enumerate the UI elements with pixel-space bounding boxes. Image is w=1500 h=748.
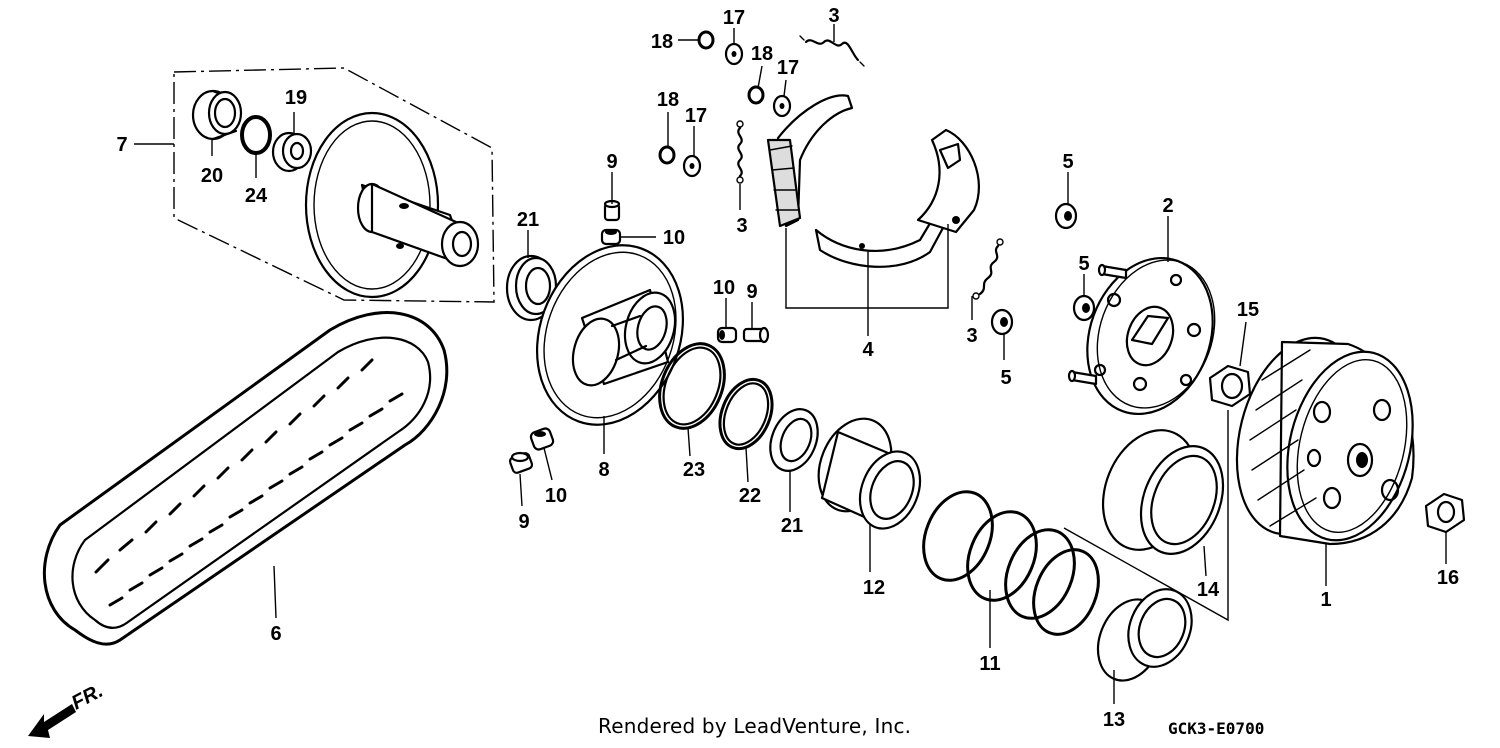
part-number-15: 15 <box>1237 299 1259 321</box>
part-number-13: 13 <box>1103 709 1125 731</box>
washer-icon[interactable] <box>724 42 744 66</box>
part-number-20: 20 <box>201 165 223 187</box>
shoe-spring-icon[interactable] <box>799 35 865 67</box>
clutch-shoe-icon[interactable] <box>766 94 980 268</box>
spring-seat-icon[interactable] <box>1086 416 1238 566</box>
shoe-spring-icon[interactable] <box>972 238 1004 300</box>
driven-face-spring-icon[interactable] <box>911 481 1110 644</box>
drive-plate-icon[interactable] <box>1066 240 1234 431</box>
snap-ring-icon[interactable] <box>240 115 272 155</box>
front-arrow-icon: FR. <box>28 680 107 738</box>
part-number-11: 11 <box>979 653 1000 675</box>
collar-icon[interactable] <box>1086 580 1202 691</box>
part-number-10: 10 <box>663 227 685 249</box>
part-number-18: 18 <box>751 43 773 65</box>
guide-roller-icon[interactable] <box>716 326 738 344</box>
guide-roller-icon[interactable] <box>600 228 622 246</box>
part-number-9: 9 <box>746 281 757 303</box>
clutch-outer-icon[interactable] <box>1218 324 1432 553</box>
part-number-5: 5 <box>1000 367 1011 389</box>
part-labels: 7 20 24 19 18 17 3 18 17 18 17 3 9 10 21… <box>116 5 1459 731</box>
part-number-18: 18 <box>651 31 673 53</box>
circlip-icon[interactable] <box>658 145 676 165</box>
part-number-14: 14 <box>1197 579 1220 601</box>
part-number-2: 2 <box>1162 195 1173 217</box>
circlip-icon[interactable] <box>697 30 715 50</box>
oil-seal-icon[interactable] <box>762 402 827 478</box>
part-number-5: 5 <box>1062 151 1073 173</box>
shoe-spring-icon[interactable] <box>736 120 744 184</box>
part-number-10: 10 <box>545 485 567 507</box>
part-number-17: 17 <box>685 105 707 127</box>
drive-belt-icon[interactable] <box>42 311 449 646</box>
part-number-12: 12 <box>863 577 885 599</box>
credit-text: Rendered by LeadVenture, Inc. <box>598 714 912 738</box>
guide-pin-icon[interactable] <box>742 326 770 344</box>
ball-bearing-icon[interactable] <box>271 131 313 173</box>
washer-icon[interactable] <box>772 94 792 118</box>
washer-icon[interactable] <box>682 154 702 178</box>
part-number-4: 4 <box>862 339 874 361</box>
part-number-23: 23 <box>683 459 705 481</box>
part-number-19: 19 <box>285 87 307 109</box>
damper-rubber-icon[interactable] <box>1072 294 1096 322</box>
circlip-icon[interactable] <box>747 85 765 105</box>
o-ring-icon[interactable] <box>710 372 781 457</box>
part-number-9: 9 <box>518 511 529 533</box>
needle-bearing-icon[interactable] <box>191 89 243 141</box>
guide-roller-icon[interactable] <box>529 427 555 451</box>
part-number-8: 8 <box>598 459 609 481</box>
leader-lines <box>134 24 1447 704</box>
part-number-9: 9 <box>606 151 617 173</box>
flange-nut-icon[interactable] <box>1208 364 1252 408</box>
guide-pin-icon[interactable] <box>508 451 534 474</box>
part-number-3: 3 <box>966 325 977 347</box>
part-number-18: 18 <box>657 89 679 111</box>
diagram-code: GCK3-E0700 <box>1168 719 1265 738</box>
part-number-3: 3 <box>736 215 747 237</box>
o-ring-icon[interactable] <box>648 334 737 438</box>
part-number-1: 1 <box>1320 589 1331 611</box>
driven-face-icon[interactable] <box>513 225 707 446</box>
movable-driven-face-icon[interactable] <box>304 111 480 299</box>
part-number-5: 5 <box>1078 253 1089 275</box>
cap-nut-icon[interactable] <box>1424 492 1466 534</box>
seal-collar-icon[interactable] <box>805 408 930 538</box>
movable-driven-face-group <box>173 67 495 303</box>
part-number-10: 10 <box>713 277 735 299</box>
part-number-21: 21 <box>517 209 539 231</box>
part-number-17: 17 <box>723 7 745 29</box>
part-number-7: 7 <box>116 134 127 156</box>
damper-rubber-icon[interactable] <box>990 308 1014 336</box>
part-number-17: 17 <box>777 57 799 79</box>
part-number-24: 24 <box>245 185 268 207</box>
part-number-16: 16 <box>1437 567 1459 589</box>
damper-rubber-icon[interactable] <box>1054 202 1078 230</box>
spring-seat-group <box>1063 410 1229 622</box>
clutch-shoe-group <box>785 224 949 336</box>
part-number-3: 3 <box>828 5 839 27</box>
part-number-22: 22 <box>739 485 761 507</box>
part-number-6: 6 <box>270 623 281 645</box>
part-number-21: 21 <box>781 515 803 537</box>
